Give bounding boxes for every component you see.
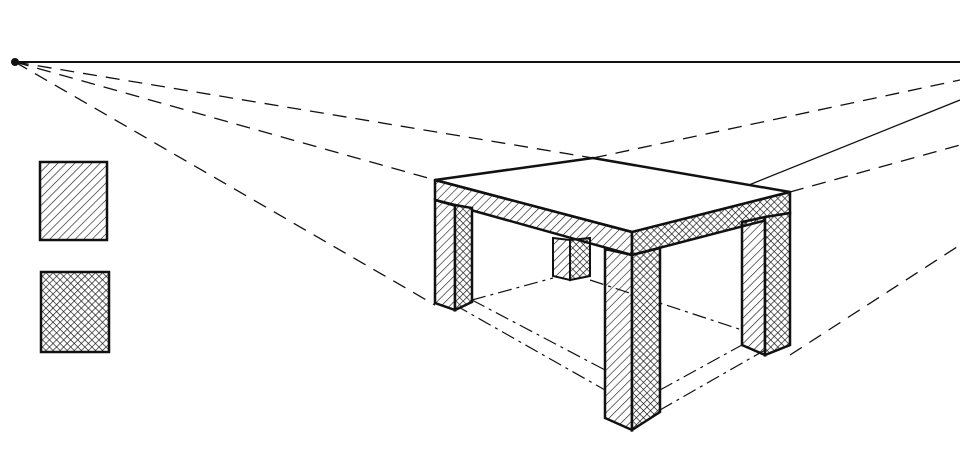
floor-guides — [454, 277, 766, 411]
right-leg — [740, 211, 792, 357]
front-leg — [603, 246, 662, 433]
legend-cross-hatch-swatch — [39, 270, 111, 354]
table-top — [433, 156, 792, 257]
construction-lines — [14, 61, 960, 356]
back-leg — [552, 236, 591, 282]
legend-single-hatch-swatch — [38, 160, 109, 242]
left-leg — [433, 198, 474, 312]
